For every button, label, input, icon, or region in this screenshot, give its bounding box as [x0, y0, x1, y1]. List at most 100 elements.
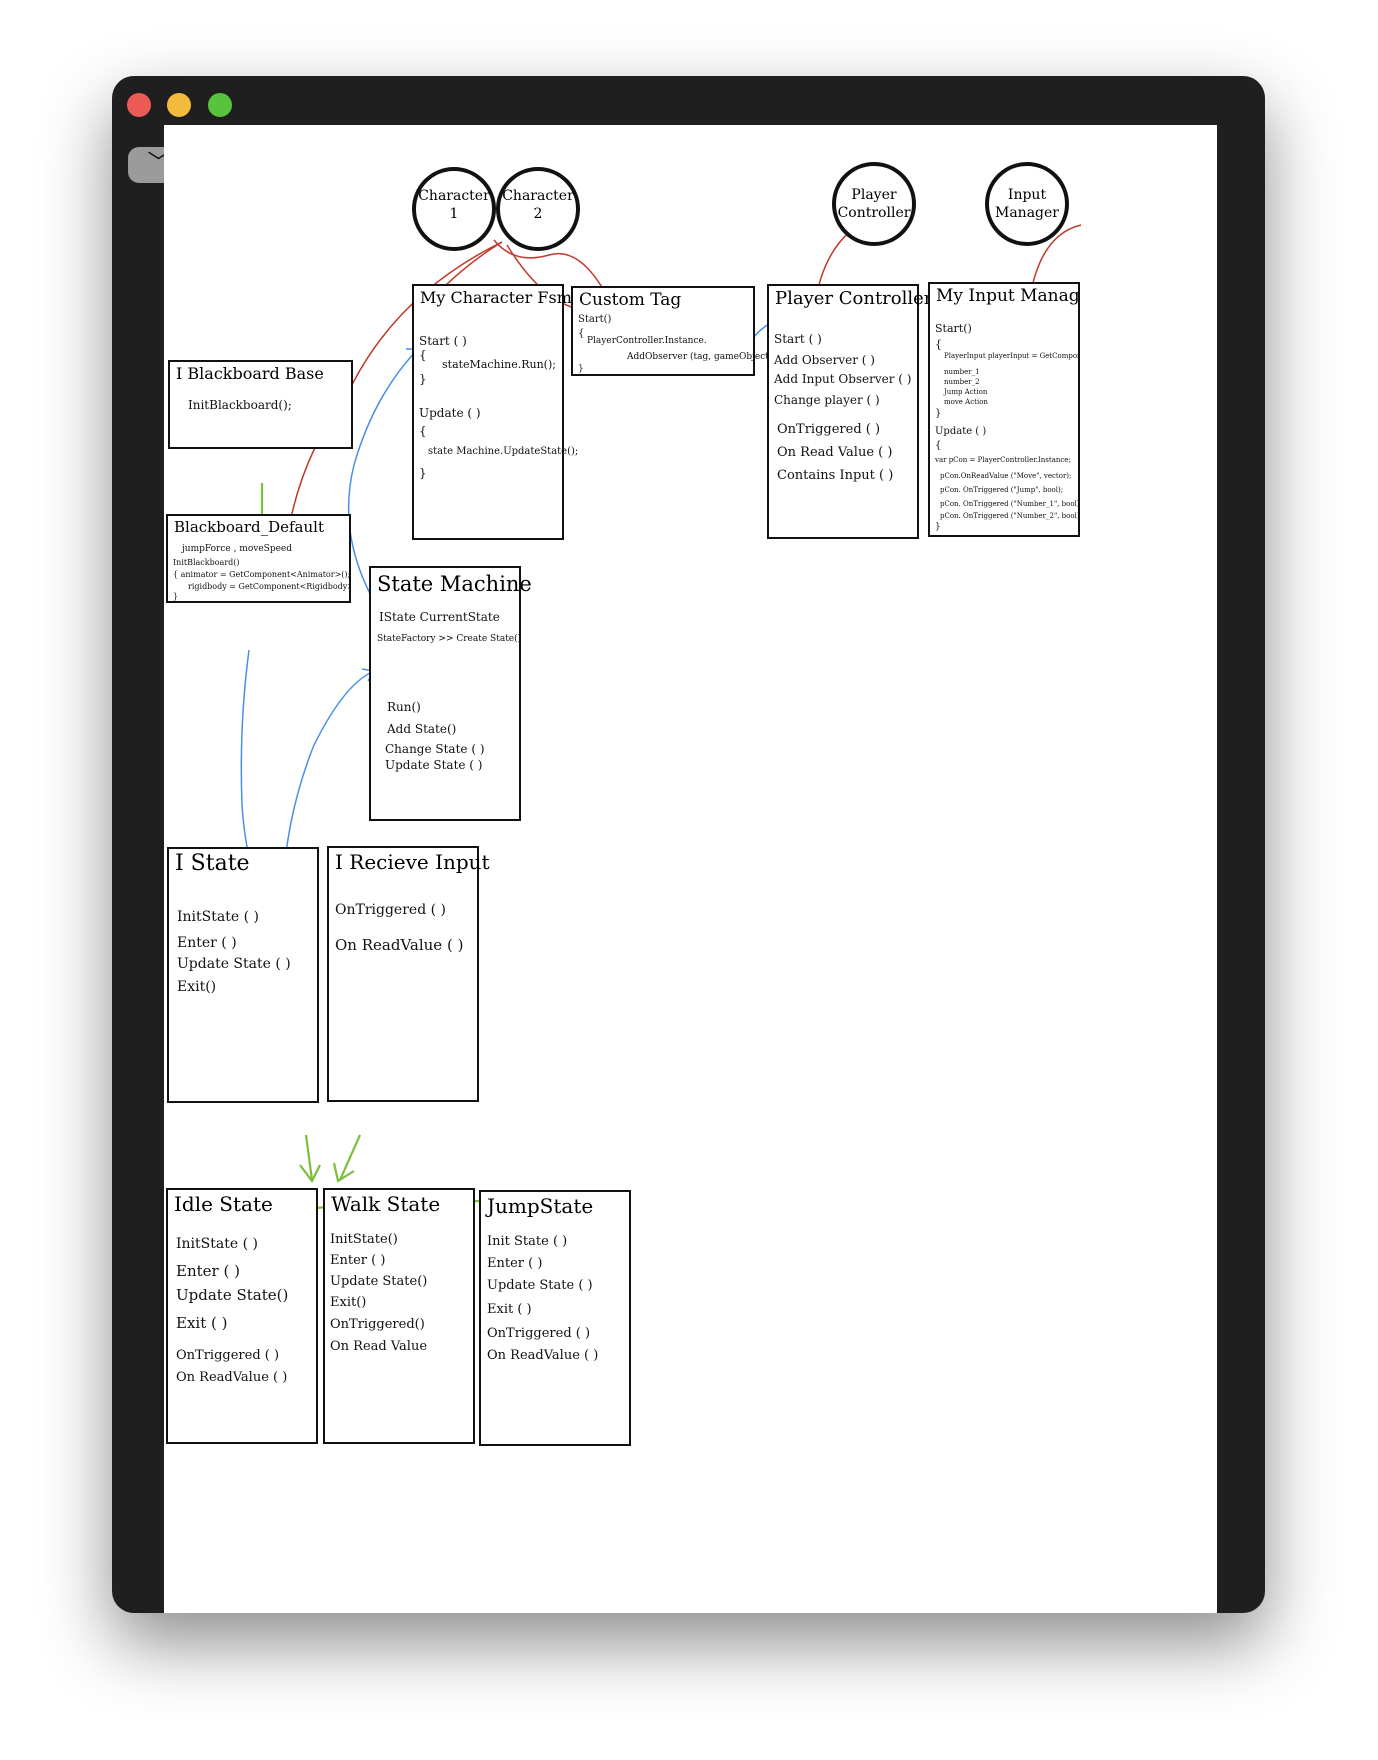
box-line: state Machine.UpdateState();: [428, 446, 579, 457]
box-line: Exit ( ): [176, 1314, 228, 1332]
istate-box[interactable]: I State InitState ( ) Enter ( ) Update S…: [167, 847, 319, 1103]
box-line: Enter ( ): [177, 935, 237, 951]
state-machine-box[interactable]: State Machine IState CurrentState StateF…: [369, 566, 532, 821]
box-line: Enter ( ): [176, 1262, 240, 1280]
box-line: pCon. OnTriggered ("Jump", bool);: [940, 486, 1064, 494]
box-line: }: [935, 408, 942, 419]
player-controller-node[interactable]: Player Controller: [832, 162, 916, 246]
box-line: Exit(): [330, 1295, 367, 1310]
box-line: {: [578, 328, 585, 339]
box-title: Custom Tag: [579, 290, 682, 310]
box-line: InitBlackboard(): [173, 558, 240, 567]
box-line: jumpForce , moveSpeed: [182, 544, 293, 554]
jump-state-box[interactable]: JumpState Init State ( ) Enter ( ) Updat…: [479, 1190, 631, 1446]
zoom-button[interactable]: [208, 93, 232, 117]
box-line: Update State ( ): [385, 758, 483, 772]
box-line: number_1: [944, 368, 980, 376]
box-line: InitState ( ): [177, 909, 259, 925]
box-line: OnTriggered ( ): [777, 422, 881, 437]
box-line: Exit ( ): [487, 1302, 532, 1317]
box-line: Run(): [387, 700, 421, 714]
box-line: Add Observer ( ): [774, 353, 875, 367]
box-line: var pCon = PlayerController.Instance;: [935, 456, 1071, 464]
box-line: }: [419, 466, 427, 480]
my-input-manager-box[interactable]: My Input Manager Start() { PlayerInput p…: [928, 282, 1080, 537]
chevron-down-icon: ﹀: [147, 151, 170, 176]
box-line: Add Input Observer ( ): [774, 372, 912, 386]
box-title: My Character Fsm_I: [420, 288, 587, 307]
blackboard-default-box[interactable]: Blackboard_Default jumpForce , moveSpeed…: [166, 514, 351, 603]
character-2-number: 2: [533, 206, 543, 222]
box-line: rigidbody = GetComponent<Rigidbody>();: [188, 582, 351, 591]
box-line: stateMachine.Run();: [442, 358, 556, 371]
iblackboard-base-box[interactable]: I Blackboard Base InitBlackboard();: [168, 360, 353, 449]
close-button[interactable]: [127, 93, 151, 117]
box-line: move Action: [944, 398, 988, 406]
character-2-label: Character: [502, 188, 574, 204]
input-manager-node[interactable]: Input Manager: [985, 162, 1069, 246]
box-title: Idle State: [174, 1192, 273, 1216]
box-title: JumpState: [487, 1194, 594, 1218]
box-line: Change State ( ): [385, 742, 485, 756]
box-line: Add State(): [387, 722, 457, 736]
custom-tag-box[interactable]: Custom Tag Start() { PlayerController.In…: [571, 286, 775, 376]
box-title: Player Controller: [775, 288, 933, 309]
box-line: OnTriggered(): [330, 1317, 425, 1332]
character-1-number: 1: [449, 206, 459, 222]
box-line: { animator = GetComponent<Animator>();: [173, 570, 351, 579]
player-controller-box[interactable]: Player Controller Start ( ) Add Observer…: [767, 284, 932, 539]
box-line: {: [935, 440, 942, 451]
box-line: }: [419, 372, 427, 386]
box-line: Start(): [935, 322, 972, 335]
idle-state-box[interactable]: Idle State InitState ( ) Enter ( ) Updat…: [166, 1188, 318, 1444]
box-title: Walk State: [331, 1192, 441, 1216]
minimize-button[interactable]: [167, 93, 191, 117]
box-line: {: [935, 338, 942, 351]
box-line: AddObserver (tag, gameObject);: [627, 352, 776, 362]
box-line: pCon. OnTriggered ("Number_2", bool);: [940, 512, 1080, 520]
box-title: State Machine: [377, 572, 532, 596]
irecieve-input-box[interactable]: I Recieve Input OnTriggered ( ) On ReadV…: [327, 846, 490, 1102]
box-line: }: [935, 522, 941, 532]
my-character-fsm-box[interactable]: My Character Fsm_I Start ( ) { stateMach…: [412, 284, 586, 540]
box-line: pCon.OnReadValue ("Move", vector);: [940, 472, 1072, 480]
box-line: On ReadValue ( ): [487, 1348, 599, 1363]
box-line: }: [173, 592, 179, 601]
box-line: Start ( ): [419, 334, 467, 348]
box-line: StateFactory >> Create State(): [377, 634, 522, 644]
walk-state-box[interactable]: Walk State InitState() Enter ( ) Update …: [323, 1188, 475, 1444]
box-line: PlayerInput playerInput = GetComponent: [944, 352, 1080, 360]
box-line: pCon. OnTriggered ("Number_1", bool);: [940, 500, 1080, 508]
input-manager-node-label: Input: [1007, 187, 1047, 203]
box-line: Start ( ): [774, 332, 822, 346]
box-title: I State: [175, 851, 250, 876]
box-line: Update State(): [330, 1274, 428, 1289]
drawing-canvas[interactable]: Character 1 Character 2 Player Controlle…: [164, 125, 1217, 1613]
box-line: Contains Input ( ): [777, 468, 894, 483]
character-1-label: Character: [418, 188, 490, 204]
box-line: Start(): [578, 314, 612, 325]
character-1-node[interactable]: Character 1: [412, 167, 496, 251]
app-window: ﹀: [112, 76, 1265, 1613]
character-2-node[interactable]: Character 2: [496, 167, 580, 251]
box-line: OnTriggered ( ): [487, 1326, 591, 1341]
box-line: On Read Value: [330, 1339, 428, 1354]
box-line: Update State ( ): [177, 956, 291, 972]
box-line: PlayerController.Instance.: [587, 336, 707, 346]
box-line: Jump Action: [944, 388, 988, 396]
box-line: OnTriggered ( ): [176, 1348, 280, 1363]
input-manager-node-sublabel: Manager: [995, 205, 1059, 221]
box-line: On Read Value ( ): [777, 445, 893, 460]
box-line: {: [419, 348, 427, 362]
box-line: InitState(): [330, 1232, 398, 1247]
box-line: Enter ( ): [330, 1253, 386, 1268]
box-line: OnTriggered ( ): [335, 902, 446, 918]
box-line: IState CurrentState: [379, 610, 500, 624]
box-line: Init State ( ): [487, 1234, 568, 1249]
box-line: {: [419, 424, 427, 438]
box-line: InitBlackboard();: [188, 398, 292, 412]
box-line: Update ( ): [935, 426, 987, 437]
box-line: Change player ( ): [774, 393, 880, 407]
box-line: InitState ( ): [176, 1236, 258, 1252]
box-line: Update ( ): [419, 406, 481, 420]
